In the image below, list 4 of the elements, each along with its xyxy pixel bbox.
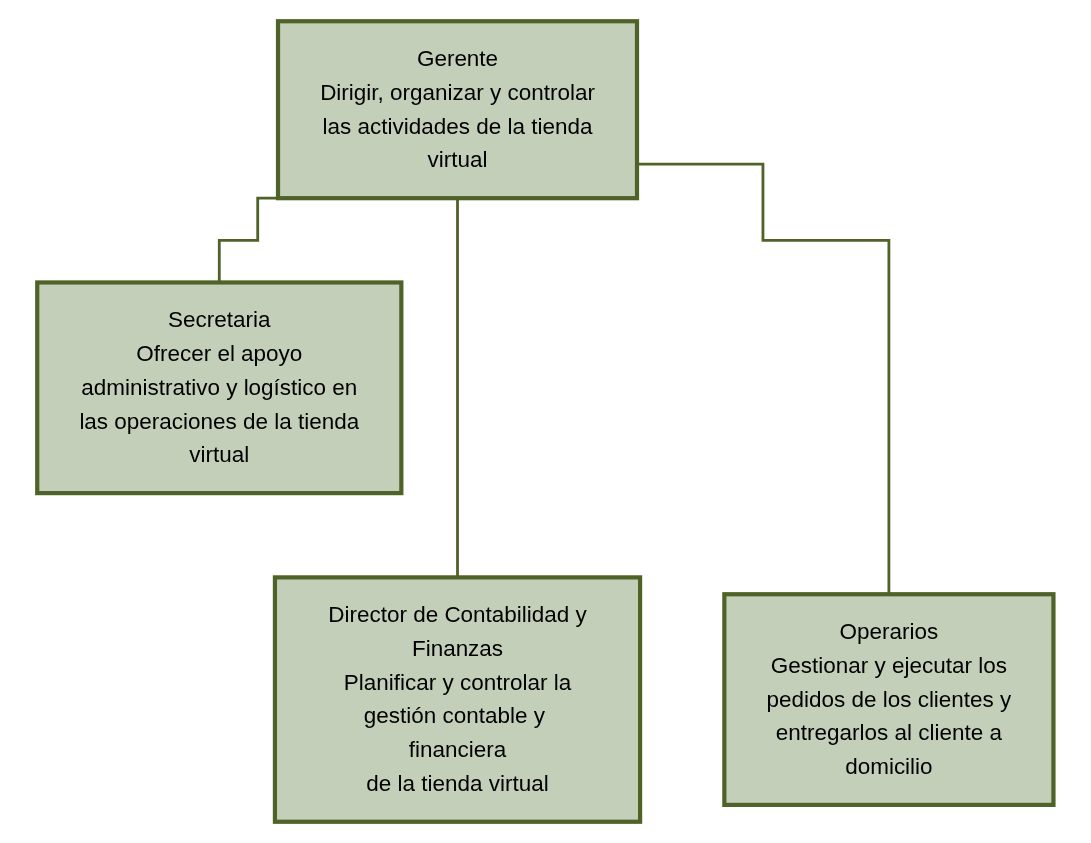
node-box: Secretaria Ofrecer el apoyo administrativo y logístico en las operaciones de la tienda virtual [35, 280, 404, 496]
node-box: Gerente Dirigir, organizar y controlar las actividades de la tienda virtual [276, 19, 640, 201]
node-box: Operarios Gestionar y ejecutar los pedidos de los clientes y entregarlos al cliente a domicilio [722, 592, 1056, 807]
node-box: Director de Contabilidad y Finanzas Planificar y controlar la gestión contable y financiera de la tienda virtual [273, 575, 643, 824]
